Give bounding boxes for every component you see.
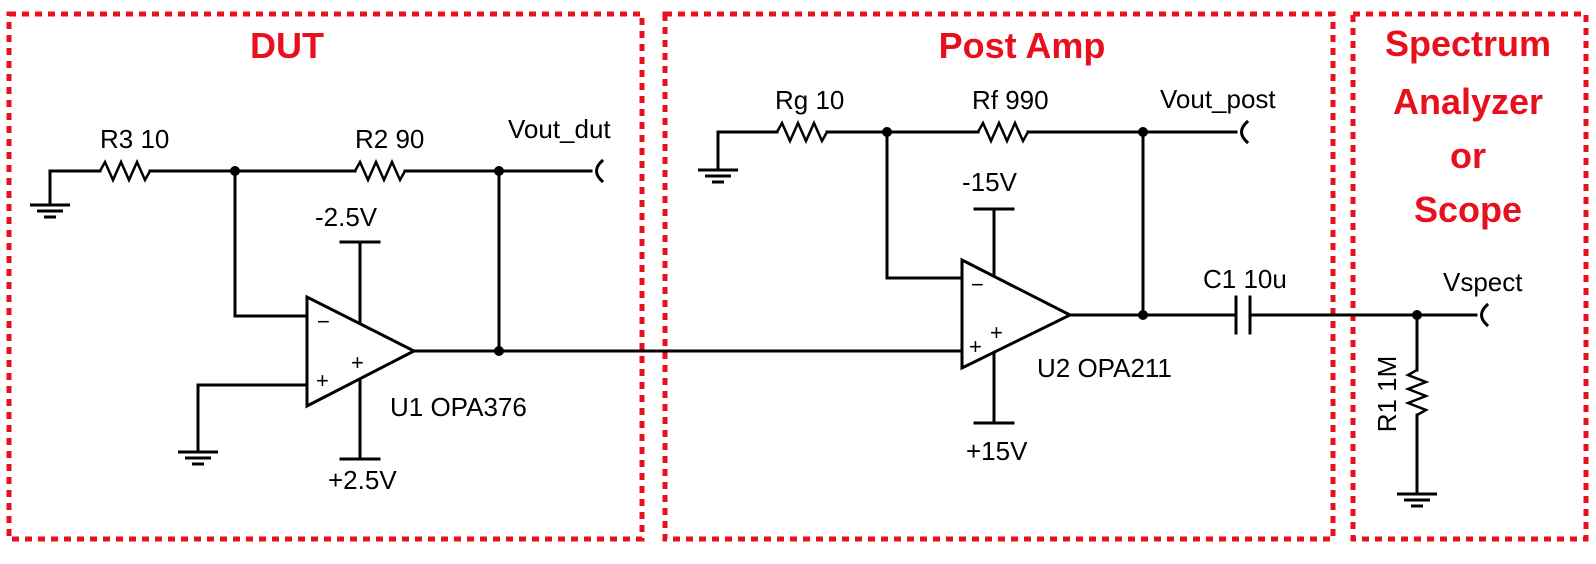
wire: [716, 130, 779, 172]
resistor-rf: [976, 119, 1030, 145]
analyzer-title-line-2: Analyzer: [1393, 81, 1543, 122]
analyzer-section-box: [1350, 11, 1589, 542]
wire: [885, 130, 964, 280]
analyzer-title-line-1: Spectrum: [1385, 23, 1551, 64]
resistor-rg: [775, 119, 829, 145]
ground-icon: [178, 450, 218, 466]
u1-pos-supply-label: +2.5V: [328, 465, 397, 495]
vout-dut-label: Vout_dut: [508, 114, 611, 144]
u2-neg-supply-label: -15V: [962, 167, 1018, 197]
post-amp-section-box: [662, 11, 1336, 542]
u1-neg-supply-label: -2.5V: [315, 202, 378, 232]
ground-icon: [1397, 492, 1437, 508]
u1-noninverting-pin: +: [316, 368, 329, 393]
vout-post-label: Vout_post: [1160, 84, 1276, 114]
vout-post-terminal-icon: [1240, 119, 1250, 145]
rf-label: Rf 990: [972, 85, 1049, 115]
post-amp-section-title: Post Amp: [939, 25, 1106, 66]
capacitor-c1: [1234, 295, 1252, 335]
resistor-r3: [98, 158, 152, 184]
rg-label: Rg 10: [775, 85, 844, 115]
vspect-label: Vspect: [1443, 267, 1523, 297]
r1-label: R1 1M: [1372, 356, 1402, 433]
wire: [48, 169, 102, 207]
vspect-terminal-icon: [1480, 302, 1490, 328]
r3-label: R3 10: [100, 124, 169, 154]
dut-section-title: DUT: [250, 25, 324, 66]
u2-inverting-pin: −: [971, 272, 984, 297]
dut-section-box: [6, 11, 645, 542]
u2-noninverting-pin: +: [969, 334, 982, 359]
u1-plus-mark: +: [351, 350, 364, 375]
ground-icon: [30, 203, 70, 219]
c1-label: C1 10u: [1203, 264, 1287, 294]
u1-label: U1 OPA376: [390, 392, 527, 422]
r2-label: R2 90: [355, 124, 424, 154]
u2-label: U2 OPA211: [1037, 353, 1172, 383]
analyzer-title-line-4: Scope: [1414, 189, 1522, 230]
u1-inverting-pin: −: [317, 309, 330, 334]
ground-icon: [698, 168, 738, 184]
resistor-r2: [353, 158, 407, 184]
analyzer-title-line-3: or: [1450, 135, 1486, 176]
junction-dot: [494, 346, 504, 356]
u2-plus-mark: +: [990, 320, 1003, 345]
wire: [196, 383, 309, 454]
junction-dot: [1138, 310, 1148, 320]
opamp-u2: [960, 257, 1074, 371]
vout-dut-terminal-icon: [595, 158, 605, 184]
wire: [233, 169, 309, 318]
resistor-r1: [1404, 368, 1430, 417]
u2-pos-supply-label: +15V: [966, 436, 1028, 466]
